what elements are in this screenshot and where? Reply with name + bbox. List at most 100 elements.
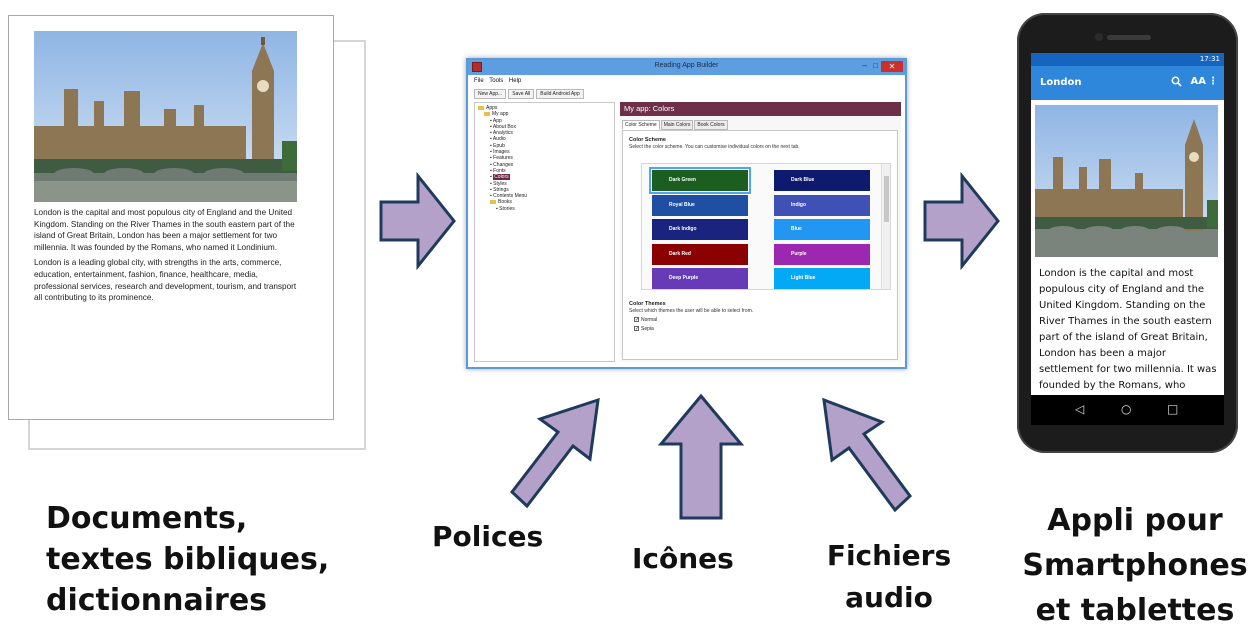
bullet-icon: ▪ (490, 161, 494, 168)
phone-photo (1035, 105, 1218, 257)
color-swatch[interactable]: Dark Blue (774, 170, 870, 191)
phone-screen: 17:31 London AA ⋮ (1031, 53, 1224, 425)
tree-item[interactable]: ▪ Features (478, 155, 611, 161)
tree-item[interactable]: ▪ Styles (478, 181, 611, 187)
tree-item-label: Audio (492, 136, 506, 143)
tree-item[interactable]: ▪ Colors (478, 174, 611, 181)
bullet-icon: ▪ (490, 117, 493, 124)
arrow-right-icon (923, 172, 1000, 270)
color-scheme-heading: Color Scheme (629, 137, 666, 143)
app-icon (472, 62, 482, 72)
tree-item[interactable]: ▪ Epub (478, 143, 611, 149)
menu-item-help[interactable]: Help (508, 78, 522, 84)
bullet-icon: ▪ (496, 205, 500, 212)
tree-item[interactable]: Books (478, 199, 611, 205)
arrow-right-icon (379, 172, 456, 270)
tree-item-label: Fonts (493, 167, 506, 174)
caption-line: Smartphones (1022, 548, 1248, 583)
theme-label: Normal (641, 317, 658, 323)
color-swatch[interactable]: Dark Green (649, 167, 751, 194)
save-all-button[interactable]: Save All (508, 89, 535, 99)
back-icon[interactable]: ◁ (1075, 402, 1085, 416)
maximize-icon[interactable]: □ (873, 61, 878, 70)
tree-item-label: Stories (499, 205, 515, 212)
theme-checkbox-sepia[interactable]: ✓Sepia (629, 326, 753, 332)
text-size-icon[interactable]: AA (1190, 76, 1206, 87)
color-swatch[interactable]: Dark Red (652, 243, 748, 265)
caption-line: dictionnaires (46, 583, 268, 618)
caption-app: Appli pour Smartphones et tablettes (1022, 498, 1248, 628)
tree-item[interactable]: ▪ Fonts (478, 168, 611, 174)
document-photo (34, 31, 297, 202)
theme-checkbox-normal[interactable]: ✓Normal (629, 317, 753, 323)
tree-item-label: My app (492, 111, 509, 118)
scrollbar[interactable] (881, 164, 890, 289)
tab-book-colors[interactable]: Book Colors (694, 120, 728, 130)
bullet-icon: ▪ (490, 174, 494, 181)
bullet-icon: ▪ (490, 142, 494, 149)
tree-item-label: Books (498, 199, 512, 206)
color-swatch[interactable]: Purple (774, 243, 870, 265)
tree-item-label: About Box (492, 123, 516, 130)
tree-item-label: Images (493, 149, 510, 156)
window-title: Reading App Builder (654, 62, 719, 69)
bullet-icon: ▪ (490, 180, 494, 187)
caption-icons: Icônes (632, 542, 734, 575)
folder-icon (478, 105, 484, 110)
search-icon[interactable] (1171, 76, 1182, 90)
menu-item-tools[interactable]: Tools (489, 78, 504, 84)
tree-item-label: Analytics (492, 130, 513, 137)
color-swatch[interactable]: Indigo (774, 194, 870, 216)
arrow-up-right-icon (509, 397, 600, 509)
minimize-icon[interactable]: – (862, 61, 867, 70)
status-bar: 17:31 (1031, 53, 1224, 66)
checkbox-icon[interactable]: ✓ (634, 326, 640, 332)
recents-icon[interactable]: □ (1167, 402, 1179, 416)
phone-camera (1095, 33, 1103, 41)
color-swatch[interactable]: Deep Purple (652, 268, 748, 289)
more-icon[interactable]: ⋮ (1208, 76, 1218, 87)
tree-item[interactable]: ▪ Strings (478, 187, 611, 193)
smartphone: 17:31 London AA ⋮ (1017, 13, 1238, 453)
tree-item[interactable]: ▪ Images (478, 149, 611, 155)
tree-item-label: App (492, 117, 502, 124)
caption-line: Fichiers (826, 539, 952, 572)
tree-item[interactable]: ▪ About Box (478, 124, 611, 130)
scrollbar-thumb[interactable] (884, 176, 889, 222)
tree-item[interactable]: ▪ Analytics (478, 130, 611, 136)
tree-item[interactable]: ▪ App (478, 118, 611, 124)
bullet-icon: ▪ (490, 136, 493, 143)
tab-main-colors[interactable]: Main Colors (660, 120, 694, 130)
tree-item[interactable]: Apps (478, 105, 611, 111)
bullet-icon: ▪ (490, 167, 494, 174)
color-themes-description: Select which themes the user will be abl… (629, 308, 754, 314)
tree-item-label: Changes (493, 161, 514, 168)
tab-content: Color Scheme Select the color scheme. Yo… (622, 130, 898, 360)
build-android-app-button[interactable]: Build Android App (536, 89, 584, 99)
new-app-button[interactable]: New App... (474, 89, 507, 99)
folder-icon (484, 111, 490, 116)
window-title-bar: Reading App Builder – □ ✕ (468, 60, 905, 75)
home-icon[interactable]: ○ (1121, 402, 1132, 416)
tab-color-scheme[interactable]: Color Scheme (622, 120, 660, 130)
close-icon[interactable]: ✕ (881, 61, 903, 72)
tree-item[interactable]: ▪ Contents Menu (478, 193, 611, 199)
tree-item[interactable]: ▪ Changes (478, 162, 611, 168)
color-swatch[interactable]: Blue (774, 219, 870, 240)
tree-item[interactable]: ▪ Stories (478, 206, 611, 212)
caption-line: audio (845, 581, 933, 614)
color-swatch[interactable]: Dark Indigo (652, 219, 748, 240)
color-scheme-description: Select the color scheme. You can customi… (629, 144, 800, 150)
theme-label: Sepia (641, 326, 654, 332)
checkbox-icon[interactable]: ✓ (634, 317, 640, 323)
color-swatch[interactable]: Royal Blue (652, 194, 748, 216)
color-swatch[interactable]: Light Blue (774, 268, 870, 289)
caption-line: Documents, (46, 501, 248, 536)
tree-item[interactable]: My app (478, 111, 611, 117)
app-bar-title: London (1040, 77, 1082, 88)
tree-item[interactable]: ▪ Audio (478, 136, 611, 142)
app-bar: London AA ⋮ (1031, 66, 1224, 100)
menu-item-file[interactable]: File (474, 78, 484, 84)
